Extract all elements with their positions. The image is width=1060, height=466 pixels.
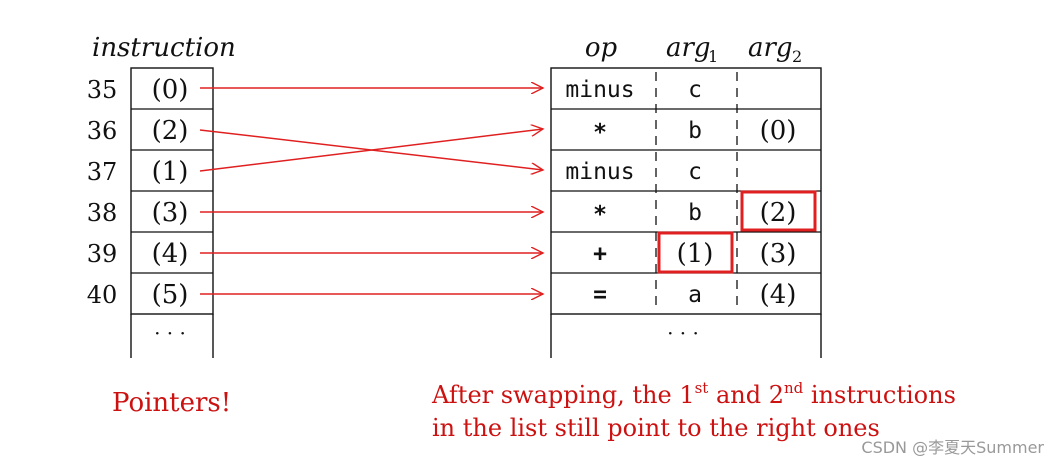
header-arg1: arg xyxy=(666,33,711,63)
swap-caption-part: instructions xyxy=(803,381,956,409)
pointer-arrow xyxy=(199,129,543,172)
arg1-cell: a xyxy=(688,282,702,308)
header-arg1-subscript: 1 xyxy=(708,47,718,66)
pointer-value: (1) xyxy=(152,157,189,187)
row-number: 40 xyxy=(87,281,118,309)
ellipsis: · · · xyxy=(154,321,186,345)
arg1-cell: (1) xyxy=(677,239,714,269)
header-arg2: arg xyxy=(748,33,793,63)
superscript-nd: nd xyxy=(784,379,804,397)
op-cell: * xyxy=(593,202,607,228)
swap-caption-part: and 2 xyxy=(708,381,784,409)
arg1-cell: b xyxy=(688,200,702,226)
arg1-cell: c xyxy=(688,77,702,103)
swap-caption-line2: in the list still point to the right one… xyxy=(432,414,880,442)
swap-caption-part: After swapping, the 1 xyxy=(431,381,695,409)
arg2-cell: (2) xyxy=(760,198,797,228)
op-cell: = xyxy=(593,282,607,308)
arg1-cell: b xyxy=(688,118,702,144)
highlight-box-arg1 xyxy=(657,231,734,274)
arg2-cell: (4) xyxy=(760,280,797,310)
arg1-cell: c xyxy=(688,159,702,185)
row-number: 36 xyxy=(87,117,118,145)
op-cell: minus xyxy=(565,77,634,103)
arg2-cell: (3) xyxy=(760,239,797,269)
op-cell: * xyxy=(593,120,607,146)
pointer-value: (0) xyxy=(152,75,189,105)
watermark: CSDN @李夏天Summer xyxy=(861,438,1044,457)
pointer-value: (3) xyxy=(152,198,189,228)
pointer-value: (2) xyxy=(152,116,189,146)
pointer-arrows xyxy=(199,88,543,294)
pointer-value: (5) xyxy=(152,280,189,310)
triples-table: op arg 1 arg 2 minus * minus * + = c b c… xyxy=(550,33,822,358)
header-arg2-subscript: 2 xyxy=(792,47,802,66)
instruction-title: instruction xyxy=(92,33,236,63)
op-cell: minus xyxy=(565,159,634,185)
row-number: 37 xyxy=(87,158,118,186)
pointers-caption: Pointers! xyxy=(112,388,231,418)
arg2-cell: (0) xyxy=(760,116,797,146)
ellipsis: · · · xyxy=(667,321,699,345)
header-op: op xyxy=(585,33,618,63)
highlight-box-arg2 xyxy=(740,190,817,232)
pointer-value: (4) xyxy=(152,239,189,269)
row-number: 35 xyxy=(87,76,118,104)
op-cell: + xyxy=(593,241,607,267)
instruction-table: instruction 35 36 37 38 39 40 (0) (2) (1… xyxy=(87,33,236,358)
swap-caption-line1: After swapping, the 1st and 2nd instruct… xyxy=(431,379,956,409)
row-number: 39 xyxy=(87,240,118,268)
row-number: 38 xyxy=(87,199,118,227)
superscript-st: st xyxy=(695,379,709,397)
